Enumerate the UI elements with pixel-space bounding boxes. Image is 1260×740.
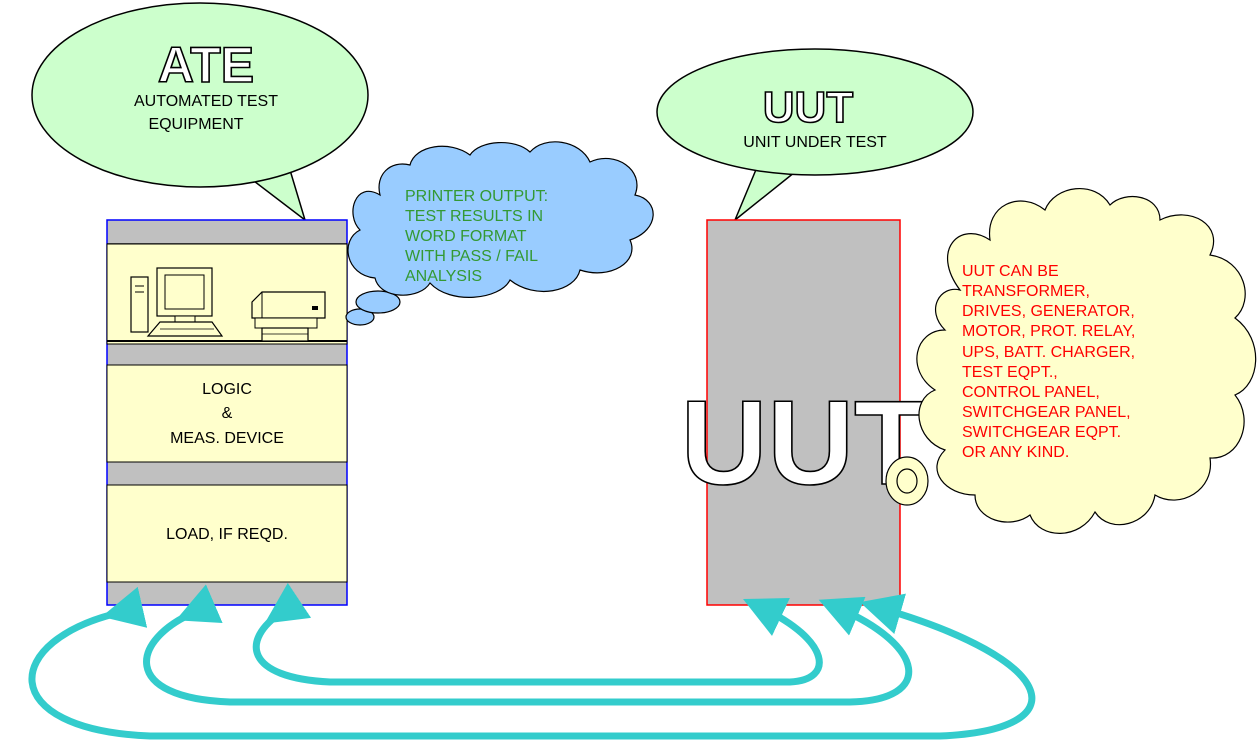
uut-title: UUT <box>763 83 854 132</box>
computer-icon <box>130 267 224 337</box>
uut-note-line-9: SWITCHGEAR EQPT. <box>962 424 1121 441</box>
uut-thought-cloud: UUT CAN BE TRANSFORMER, DRIVES, GENERATO… <box>885 188 1257 534</box>
uut-note-line-7: CONTROL PANEL, <box>962 384 1100 401</box>
ate-subtitle-line-2: EQUIPMENT <box>148 116 243 133</box>
uut-note-line-3: DRIVES, GENERATOR, <box>962 303 1135 320</box>
uut-note-line-2: TRANSFORMER, <box>962 283 1090 300</box>
printer-note-line-4: WITH PASS / FAIL <box>405 248 538 265</box>
uut-note-line-5: UPS, BATT. CHARGER, <box>962 344 1135 361</box>
uut-note-line-10: OR ANY KIND. <box>962 444 1069 461</box>
middle-connector <box>143 584 913 706</box>
printer-icon <box>251 291 326 342</box>
logic-line-2: & <box>222 405 233 422</box>
ate-subtitle-line-1: AUTOMATED TEST <box>134 93 278 110</box>
printer-thought-cloud: PRINTER OUTPUT: TEST RESULTS IN WORD FOR… <box>345 141 654 326</box>
logic-line-3: MEAS. DEVICE <box>170 430 284 447</box>
uut-note-line-4: MOTOR, PROT. RELAY, <box>962 323 1135 340</box>
uut-note-line-1: UUT CAN BE <box>962 263 1059 280</box>
connectors <box>28 582 1036 740</box>
uut-note-line-8: SWITCHGEAR PANEL, <box>962 404 1131 421</box>
load-label: LOAD, IF REQD. <box>166 526 288 543</box>
uut-note-line-6: TEST EQPT., <box>962 364 1058 381</box>
inner-connector <box>252 582 823 686</box>
printer-note-line-1: PRINTER OUTPUT: <box>405 188 548 205</box>
printer-note-line-5: ANALYSIS <box>405 268 482 285</box>
printer-note-line-3: WORD FORMAT <box>405 228 527 245</box>
ate-callout: ATE AUTOMATED TEST EQUIPMENT <box>31 2 369 222</box>
uut-callout: UUT UNIT UNDER TEST <box>656 48 974 221</box>
ate-title: ATE <box>158 37 254 93</box>
logic-line-1: LOGIC <box>202 381 252 398</box>
uut-subtitle: UNIT UNDER TEST <box>743 134 887 151</box>
outer-connector <box>28 586 1036 740</box>
printer-note-line-2: TEST RESULTS IN <box>405 208 543 225</box>
uut-box: UUT <box>680 219 928 606</box>
